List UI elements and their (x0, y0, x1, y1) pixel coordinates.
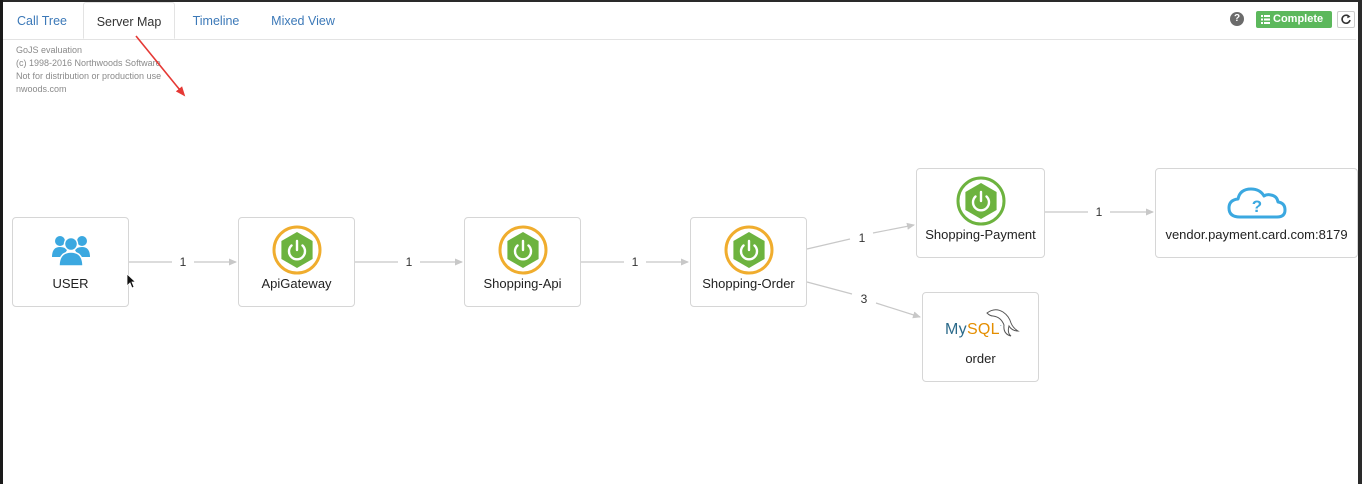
edge-count-label: 1 (1096, 205, 1103, 219)
edge-user-apigateway[interactable]: 1 (129, 255, 237, 269)
node-label: order (965, 351, 996, 366)
spring-boot-icon (724, 225, 774, 275)
edge-count-label: 1 (180, 255, 187, 269)
node-label: Shopping-Order (702, 276, 795, 291)
refresh-button[interactable] (1337, 11, 1355, 28)
node-order-db[interactable]: MySQL. order (922, 292, 1039, 382)
edge-shopping-api-shopping-order[interactable]: 1 (581, 255, 689, 269)
window-top-border (0, 0, 1362, 2)
node-label: ApiGateway (261, 276, 332, 291)
edge-count-label: 1 (632, 255, 639, 269)
complete-button[interactable]: Complete (1256, 11, 1332, 28)
tab-server-map[interactable]: Server Map (83, 2, 175, 39)
spring-boot-icon (956, 176, 1006, 226)
node-label: vendor.payment.card.com:8179 (1165, 227, 1348, 242)
edge-shopping-payment-vendor[interactable]: 1 (1045, 205, 1154, 219)
spring-boot-icon (272, 225, 322, 275)
help-icon[interactable]: ? (1230, 12, 1244, 26)
edge-count-label: 3 (861, 292, 868, 306)
spring-boot-icon (498, 225, 548, 275)
watermark-line: nwoods.com (16, 84, 67, 94)
node-vendor[interactable]: ? vendor.payment.card.com:8179 (1155, 168, 1358, 258)
tab-call-tree[interactable]: Call Tree (16, 14, 68, 28)
window-left-border (0, 0, 3, 484)
node-shopping-payment[interactable]: Shopping-Payment (916, 168, 1045, 258)
users-icon (52, 236, 90, 267)
tab-timeline[interactable]: Timeline (192, 14, 240, 28)
edge-shopping-order-order-db[interactable]: 3 (806, 281, 921, 319)
node-label: Shopping-Payment (925, 227, 1036, 242)
node-label: Shopping-Api (483, 276, 562, 291)
node-label: USER (52, 276, 89, 291)
cloud-unknown-icon: ? (1227, 187, 1287, 219)
window-right-border (1358, 0, 1362, 484)
dolphin-icon (986, 309, 1020, 337)
refresh-icon (1341, 14, 1351, 24)
node-apigateway[interactable]: ApiGateway (238, 217, 355, 307)
mysql-logo-text: MySQL. (945, 321, 1003, 338)
tab-bar: Call Tree Server Map Timeline Mixed View (3, 2, 1356, 40)
annotation-arrow (135, 35, 186, 97)
watermark-line: GoJS evaluation (16, 45, 83, 55)
mouse-cursor-icon (126, 273, 136, 289)
mysql-icon: MySQL. (945, 307, 1020, 341)
tab-mixed-view[interactable]: Mixed View (271, 14, 335, 28)
node-shopping-api[interactable]: Shopping-Api (464, 217, 581, 307)
complete-label: Complete (1273, 13, 1324, 25)
edge-count-label: 1 (406, 255, 413, 269)
node-user[interactable]: USER (12, 217, 129, 307)
edge-apigateway-shopping-api[interactable]: 1 (355, 255, 463, 269)
watermark-line: Not for distribution or production use (16, 71, 162, 81)
node-shopping-order[interactable]: Shopping-Order (690, 217, 807, 307)
watermark-line: (c) 1998-2016 Northwoods Software (16, 58, 161, 68)
list-icon (1261, 15, 1270, 24)
edge-count-label: 1 (859, 231, 866, 245)
svg-text:?: ? (1252, 197, 1262, 216)
edge-shopping-order-shopping-payment[interactable]: 1 (806, 222, 915, 250)
gojs-watermark: GoJS evaluation (c) 1998-2016 Northwoods… (16, 44, 161, 96)
